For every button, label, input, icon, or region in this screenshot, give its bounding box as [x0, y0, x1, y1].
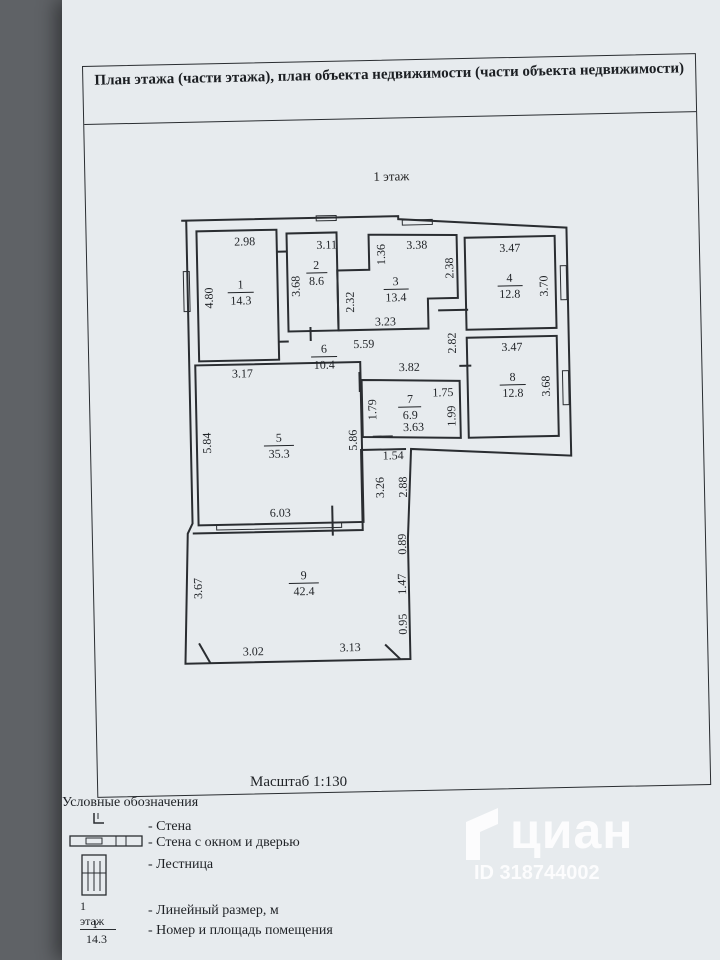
dimension-label: 2.88 [396, 476, 410, 497]
room-label-3: 3 13.4 [383, 274, 409, 304]
watermark-brand: циан [510, 803, 634, 859]
dimension-label: 2.98 [234, 234, 255, 248]
dimension-label: 3.63 [403, 420, 424, 434]
room-area: 35.3 [268, 446, 289, 460]
window [561, 370, 570, 406]
room-area: 14.3 [230, 293, 251, 307]
legend-sample-area: 14.3 [86, 932, 107, 946]
dimension-label: 1.99 [444, 405, 458, 426]
dimension-label: 3.82 [399, 360, 420, 374]
window [401, 218, 433, 226]
dimension-label: 6.03 [270, 505, 291, 519]
room-area: 12.8 [499, 287, 520, 301]
room-label-9: 9 42.4 [288, 568, 319, 598]
room-number: 8 [509, 370, 515, 384]
dimension-label: 1.47 [395, 574, 409, 595]
dimension-label: 3.13 [340, 640, 361, 654]
dimension-label: 3.23 [375, 314, 396, 328]
room-area: 8.6 [309, 274, 324, 288]
room-label-5: 5 35.3 [263, 431, 294, 461]
wall-symbol [93, 813, 104, 824]
room-label-6: 6 10.4 [311, 342, 338, 372]
legend-item-room-number-area: - Номер и площадь помещения [148, 923, 333, 938]
window [315, 214, 337, 222]
wall-window-door-symbol [69, 835, 143, 847]
room-area: 12.8 [502, 386, 523, 400]
window [559, 265, 568, 301]
staircase-symbol [81, 854, 107, 896]
room-8-outline [465, 334, 560, 439]
dimension-label: 3.02 [243, 644, 264, 658]
dimension-label: 3.38 [406, 238, 427, 252]
dimension-label: 1.75 [432, 385, 453, 399]
room-4-outline [463, 234, 558, 331]
room-number: 7 [407, 392, 413, 406]
document-page [62, 0, 720, 960]
room-label-2: 2 8.6 [306, 258, 328, 288]
watermark-id: ID 318744002 [474, 862, 600, 884]
dimension-label: 3.26 [373, 477, 387, 498]
room-label-8: 8 12.8 [499, 370, 526, 400]
dimension-label: 3.11 [316, 237, 337, 251]
room-1-outline [195, 228, 281, 363]
room-label-7: 7 6.9 [398, 392, 422, 422]
dimension-label: 0.89 [395, 534, 409, 555]
window [182, 271, 191, 313]
room-number: 9 [301, 568, 307, 582]
room-area: 42.4 [293, 584, 314, 598]
dimension-label: 3.67 [191, 578, 205, 599]
room-area: 10.4 [314, 358, 335, 372]
room-area: 13.4 [385, 290, 406, 304]
room-label-4: 4 12.8 [497, 271, 523, 301]
dimension-label: 1.36 [374, 244, 388, 265]
room-area: 6.9 [403, 408, 418, 422]
door-mark [331, 505, 334, 536]
scale-label: Масштаб 1:130 [250, 774, 348, 790]
dimension-label: 2.38 [442, 257, 456, 278]
legend-sample-number: 1 [92, 917, 98, 931]
dimension-label: 5.59 [353, 337, 374, 351]
room-number: 1 [237, 277, 243, 291]
dimension-label: 4.80 [202, 287, 216, 308]
room-number: 5 [276, 431, 282, 445]
dimension-label: 3.47 [499, 241, 520, 255]
room-3-outline [336, 233, 459, 332]
legend-item-dimension: - Линейный размер, м [148, 903, 279, 918]
dimension-label: 2.32 [343, 292, 357, 313]
room-number: 3 [392, 274, 398, 288]
dimension-label: 3.17 [232, 366, 253, 380]
legend-sample-floor: 1 этаж [80, 899, 105, 928]
room-9-outline [192, 448, 407, 535]
window [216, 521, 343, 531]
dimension-label: 5.86 [346, 430, 360, 451]
dimension-label: 1.79 [365, 399, 379, 420]
dimension-label: 5.84 [200, 433, 214, 454]
room-number: 4 [506, 271, 512, 285]
room-7-outline [360, 378, 462, 439]
legend-item-staircase: - Лестница [148, 857, 214, 872]
dimension-label: 2.82 [445, 332, 459, 353]
dimension-label: 3.47 [501, 340, 522, 354]
room-number: 6 [321, 342, 327, 356]
legend-item-wall: - Стена [148, 819, 192, 834]
dimension-label: 1.54 [383, 448, 404, 462]
door-mark [438, 308, 469, 312]
dimension-label: 0.95 [395, 614, 409, 635]
outer-wall [181, 215, 573, 665]
door-mark [198, 642, 212, 664]
door-mark [384, 643, 402, 660]
dimension-label: 3.70 [536, 275, 550, 296]
dimension-labels: 2.98 4.80 3.11 3.68 1.36 3.38 2.32 3.23 … [191, 234, 553, 658]
room-label-1: 1 14.3 [227, 277, 254, 308]
legend-item-wall-window-door: - Стена с окном и дверью [148, 835, 300, 850]
cian-logo-icon [466, 808, 498, 860]
legend-title: Условные обозначения [62, 795, 199, 810]
dimension-label: 3.68 [288, 276, 302, 297]
room-number: 2 [313, 258, 319, 272]
legend-sample-divider [80, 929, 116, 930]
dimension-label: 3.68 [539, 375, 553, 396]
